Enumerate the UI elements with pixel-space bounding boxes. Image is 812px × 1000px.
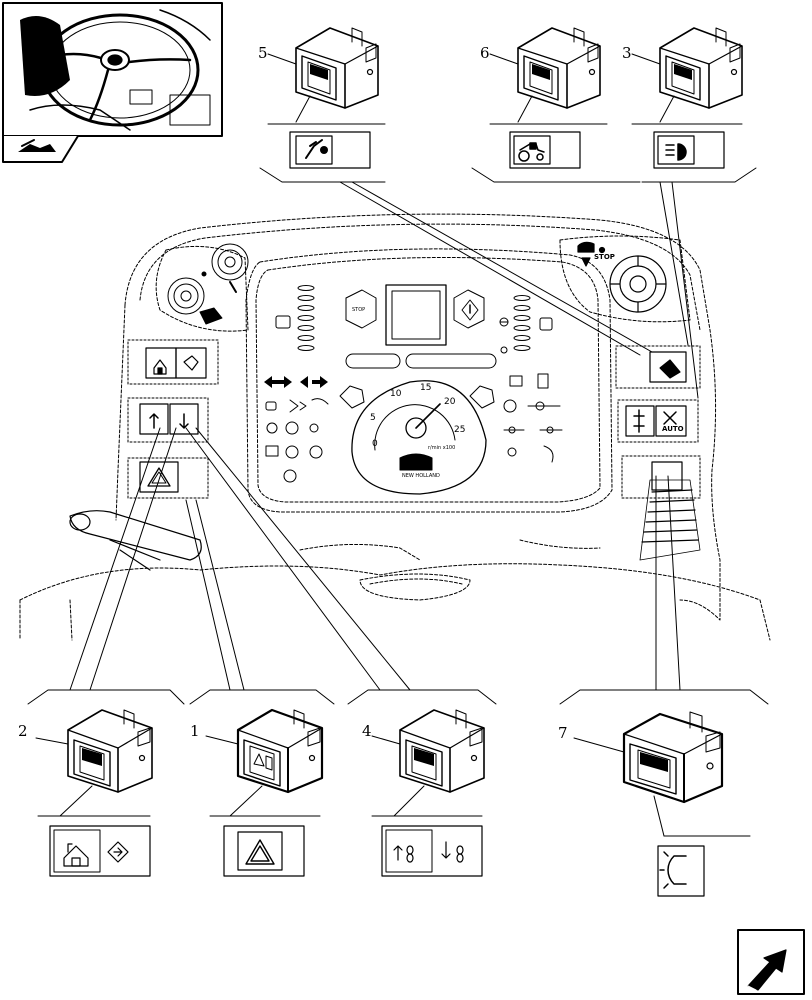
home-position-icon <box>63 843 89 867</box>
brand-label: NEW HOLLAND <box>402 473 440 479</box>
tach-mark-20: 20 <box>444 397 456 407</box>
callout-1: 1 <box>190 722 200 740</box>
symbol-plate-6 <box>509 131 581 169</box>
tach-mark-5: 5 <box>370 413 376 423</box>
hitch-arm-icon <box>305 139 328 159</box>
left-switch-buttons <box>139 347 207 493</box>
tractor-icon <box>518 142 545 162</box>
lever-grip <box>639 479 701 561</box>
right-switch-buttons <box>625 351 701 561</box>
rocker-switch-2[interactable] <box>67 709 153 793</box>
stop-label: STOP <box>594 253 615 261</box>
callout-3: 3 <box>622 44 632 62</box>
arrow-next-icon[interactable] <box>737 929 805 995</box>
symbol-plate-2 <box>49 825 151 877</box>
right-control-knob[interactable] <box>577 241 667 313</box>
instrument-cluster <box>264 284 563 495</box>
symbol-plate-3 <box>653 131 725 169</box>
callout-4: 4 <box>362 722 372 740</box>
tach-mark-10: 10 <box>390 389 402 399</box>
rocker-switch-6[interactable] <box>517 27 601 109</box>
rocker-switch-5[interactable] <box>295 27 379 109</box>
left-stalk <box>69 510 202 571</box>
callout-2: 2 <box>18 722 28 740</box>
bottom-brackets <box>27 689 769 705</box>
rocker-switch-7[interactable] <box>622 711 724 804</box>
rocker-switch-4[interactable] <box>399 709 485 793</box>
leader-lines-bottom <box>35 735 751 837</box>
symbol-plate-5 <box>289 131 371 169</box>
symbol-plate-7 <box>657 845 705 897</box>
tach-mark-15: 15 <box>420 383 432 393</box>
rocker-switch-3[interactable] <box>659 27 743 109</box>
hazard-triangle-icon <box>245 839 275 865</box>
rocker-switch-1[interactable] <box>236 708 324 794</box>
callout-7: 7 <box>558 724 568 742</box>
callout-5: 5 <box>258 44 268 62</box>
left-switch-panels <box>127 339 219 499</box>
warning-lamps-right <box>503 373 563 463</box>
plate-brackets-top <box>259 167 757 183</box>
work-light-icon <box>665 143 687 161</box>
right-switch-panels <box>615 345 701 499</box>
auto-label: AUTO <box>662 425 684 433</box>
tach-mark-25: 25 <box>454 425 466 435</box>
led-column-left <box>297 285 315 351</box>
left-dials <box>167 243 249 325</box>
beacon-light-icon <box>659 851 687 889</box>
raise-arrow-icon <box>393 845 414 863</box>
lower-arrow-icon <box>441 841 464 863</box>
stop-button-label[interactable]: STOP <box>352 307 366 313</box>
dashboard-housing <box>19 213 771 641</box>
symbol-plate-1 <box>223 825 305 877</box>
warning-lamps-left <box>265 398 329 483</box>
tach-mark-0: 0 <box>372 439 378 449</box>
leader-lines-top <box>267 53 743 125</box>
symbol-plate-4 <box>381 825 483 877</box>
transfer-arrow-icon <box>107 841 129 863</box>
thumbnail-steering-wheel[interactable] <box>2 2 223 163</box>
rpm-unit-label: r/min x100 <box>428 445 456 451</box>
led-column-right <box>513 295 531 351</box>
callout-6: 6 <box>480 44 490 62</box>
